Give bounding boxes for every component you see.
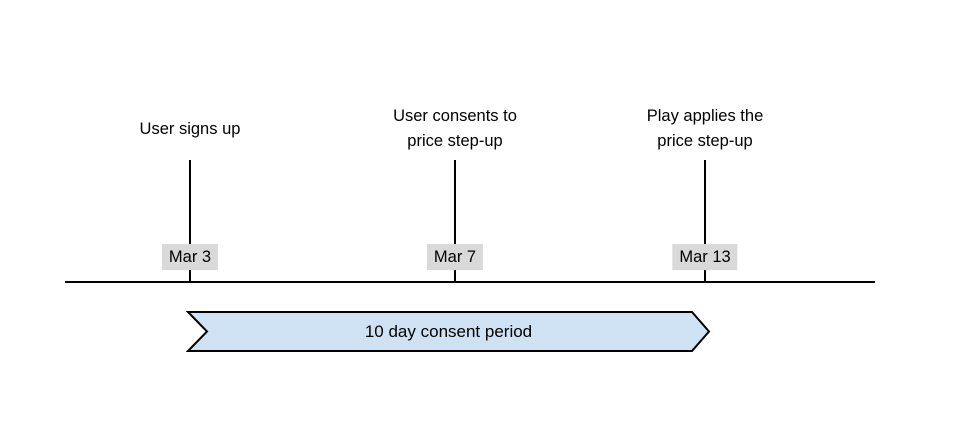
- event-date-label: Mar 7: [426, 244, 484, 270]
- chevron-banner-polygon: [186, 311, 711, 352]
- event-date-label: Mar 3: [161, 244, 219, 270]
- event-date-label: Mar 13: [672, 244, 738, 270]
- event-title: User signs up: [139, 119, 241, 138]
- event-tick-line: [454, 160, 456, 282]
- event-title: Play applies the price step-up: [646, 107, 764, 150]
- consent-period-banner-shape: [186, 311, 711, 352]
- event-tick-line: [704, 160, 706, 282]
- timeline-axis: [65, 281, 875, 283]
- event-title: User consents to price step-up: [393, 107, 517, 150]
- event-tick-line: [189, 160, 191, 282]
- consent-period-banner-label: 10 day consent period: [364, 321, 533, 341]
